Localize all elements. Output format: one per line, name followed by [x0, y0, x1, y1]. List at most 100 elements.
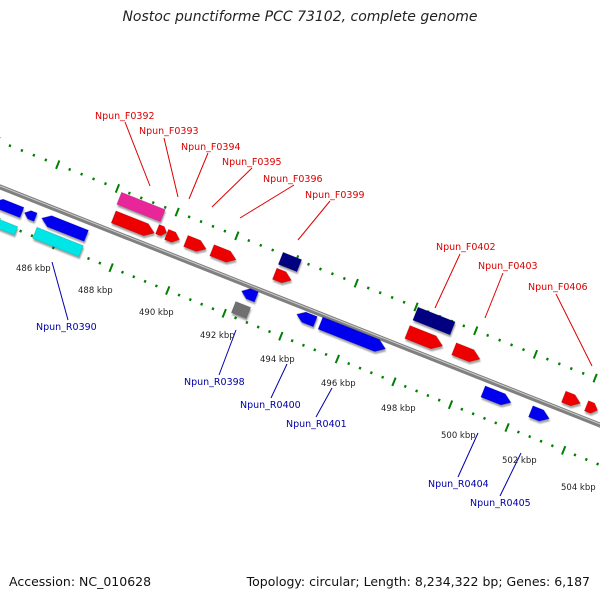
inner-ring-minor-tick	[358, 366, 362, 370]
inner-ring-major-tick	[165, 285, 171, 296]
inner-ring-minor-tick	[301, 343, 305, 347]
reverse-gene-arrow[interactable]	[480, 385, 513, 408]
scale-label-492: 492 kbp	[200, 331, 235, 341]
map-title: Nostoc punctiforme PCC 73102, complete g…	[122, 9, 478, 25]
outer-ring-minor-tick	[151, 201, 155, 205]
gene-label-npun-f0399[interactable]: Npun_F0399	[305, 190, 365, 201]
gene-label-npun-f0406[interactable]: Npun_F0406	[528, 282, 588, 293]
inner-ring-minor-tick	[403, 384, 407, 389]
gene-label-npun-r0398[interactable]: Npun_R0398	[184, 377, 245, 388]
forward-gene-arrow[interactable]	[209, 244, 239, 266]
outer-ring-major-tick	[234, 231, 240, 241]
reverse-gene-arrow[interactable]	[230, 301, 252, 319]
forward-gene-arrow[interactable]	[412, 306, 456, 336]
label-leader-line	[218, 329, 237, 376]
outer-ring-major-tick	[413, 302, 419, 312]
outer-ring-major-tick	[55, 160, 61, 170]
inner-ring-major-tick	[561, 445, 567, 455]
gene-label-npun-f0394[interactable]: Npun_F0394	[181, 142, 241, 153]
inner-ring-minor-tick	[313, 348, 317, 352]
gene-label-npun-r0401[interactable]: Npun_R0401	[286, 419, 347, 430]
reverse-gene-arrow[interactable]	[0, 196, 25, 219]
label-leader-line	[188, 152, 209, 200]
inner-ring-minor-tick	[471, 412, 475, 416]
inner-ring-minor-tick	[324, 352, 328, 357]
forward-gene-arrow[interactable]	[277, 251, 303, 273]
inner-ring-minor-tick	[460, 407, 464, 411]
outer-ring-minor-tick	[68, 167, 72, 172]
inner-ring-minor-tick	[550, 444, 554, 448]
reverse-gene-arrow[interactable]	[317, 316, 388, 355]
inner-ring-minor-tick	[415, 389, 419, 393]
label-leader-line	[315, 387, 333, 418]
reverse-gene-arrow[interactable]	[32, 226, 84, 258]
forward-gene-arrow[interactable]	[451, 342, 483, 365]
label-leader-line	[555, 293, 593, 367]
forward-gene-arrow[interactable]	[584, 400, 599, 416]
inner-ring-major-tick	[334, 354, 341, 364]
forward-gene-arrow[interactable]	[110, 210, 157, 239]
reverse-gene-arrow[interactable]	[240, 286, 259, 303]
gene-label-npun-r0405[interactable]: Npun_R0405	[470, 498, 531, 509]
gene-group	[0, 191, 599, 425]
gene-label-npun-f0392[interactable]: Npun_F0392	[95, 111, 155, 122]
inner-ring-minor-tick	[30, 234, 34, 238]
inner-ring-minor-tick	[573, 453, 577, 457]
gene-label-npun-r0390[interactable]: Npun_R0390	[36, 322, 97, 333]
outer-ring-major-tick	[353, 278, 359, 288]
gene-label-npun-f0402[interactable]: Npun_F0402	[436, 242, 496, 253]
outer-ring-minor-tick	[569, 366, 573, 371]
forward-gene-arrow[interactable]	[183, 234, 209, 254]
inner-ring-minor-tick	[381, 375, 385, 379]
label-leader-line	[163, 137, 179, 198]
forward-gene-arrow[interactable]	[404, 325, 445, 352]
gene-label-npun-f0396[interactable]: Npun_F0396	[263, 174, 323, 185]
outer-ring-minor-tick	[402, 300, 406, 304]
gene-label-npun-r0404[interactable]: Npun_R0404	[428, 479, 489, 490]
forward-gene-arrow[interactable]	[155, 224, 169, 238]
inner-ring-minor-tick	[143, 279, 147, 283]
label-leader-line	[239, 184, 295, 219]
forward-gene-arrow[interactable]	[272, 267, 293, 286]
reverse-gene-arrow[interactable]	[0, 216, 19, 236]
inner-ring-minor-tick	[245, 320, 249, 325]
label-leader-line	[434, 253, 461, 309]
gene-label-npun-f0393[interactable]: Npun_F0393	[139, 126, 199, 137]
outer-ring-minor-tick	[486, 333, 490, 338]
scale-label-490: 490 kbp	[139, 308, 174, 318]
reverse-gene-arrow[interactable]	[23, 209, 38, 222]
outer-ring-minor-tick	[557, 362, 561, 366]
reverse-gene-arrow[interactable]	[528, 405, 551, 425]
scale-label-504: 504 kbp	[561, 483, 596, 493]
outer-ring-minor-tick	[44, 158, 48, 162]
outer-ring-major-tick	[174, 207, 180, 217]
scale-label-500: 500 kbp	[441, 431, 476, 441]
gene-label-npun-f0403[interactable]: Npun_F0403	[478, 261, 538, 272]
outer-ring-major-tick	[114, 183, 121, 193]
gene-label-npun-r0400[interactable]: Npun_R0400	[240, 400, 301, 411]
outer-ring-minor-tick	[271, 248, 275, 252]
reverse-gene-arrow[interactable]	[295, 309, 318, 328]
outer-ring-minor-tick	[127, 191, 131, 195]
inner-ring-minor-tick	[369, 371, 373, 375]
label-leader-line	[51, 261, 69, 321]
outer-ring-minor-tick	[581, 371, 585, 375]
inner-ring-minor-tick	[86, 256, 91, 261]
inner-ring-minor-tick	[200, 302, 204, 306]
outer-ring-minor-tick	[187, 215, 191, 219]
scale-label-486: 486 kbp	[16, 264, 51, 274]
inner-ring-minor-tick	[494, 421, 498, 425]
inner-ring-minor-tick	[19, 229, 23, 233]
genome-backbone	[0, 184, 600, 428]
tick-group	[0, 136, 600, 466]
forward-gene-arrow[interactable]	[164, 228, 181, 244]
scale-label-498: 498 kbp	[381, 404, 416, 414]
inner-ring-minor-tick	[584, 457, 588, 462]
outer-ring-minor-tick	[80, 172, 84, 176]
gene-label-npun-f0395[interactable]: Npun_F0395	[222, 157, 282, 168]
inner-ring-minor-tick	[188, 298, 192, 302]
reverse-gene-arrow[interactable]	[39, 213, 89, 242]
forward-gene-arrow[interactable]	[116, 191, 166, 223]
inner-ring-minor-tick	[120, 270, 124, 274]
forward-gene-arrow[interactable]	[561, 390, 582, 409]
